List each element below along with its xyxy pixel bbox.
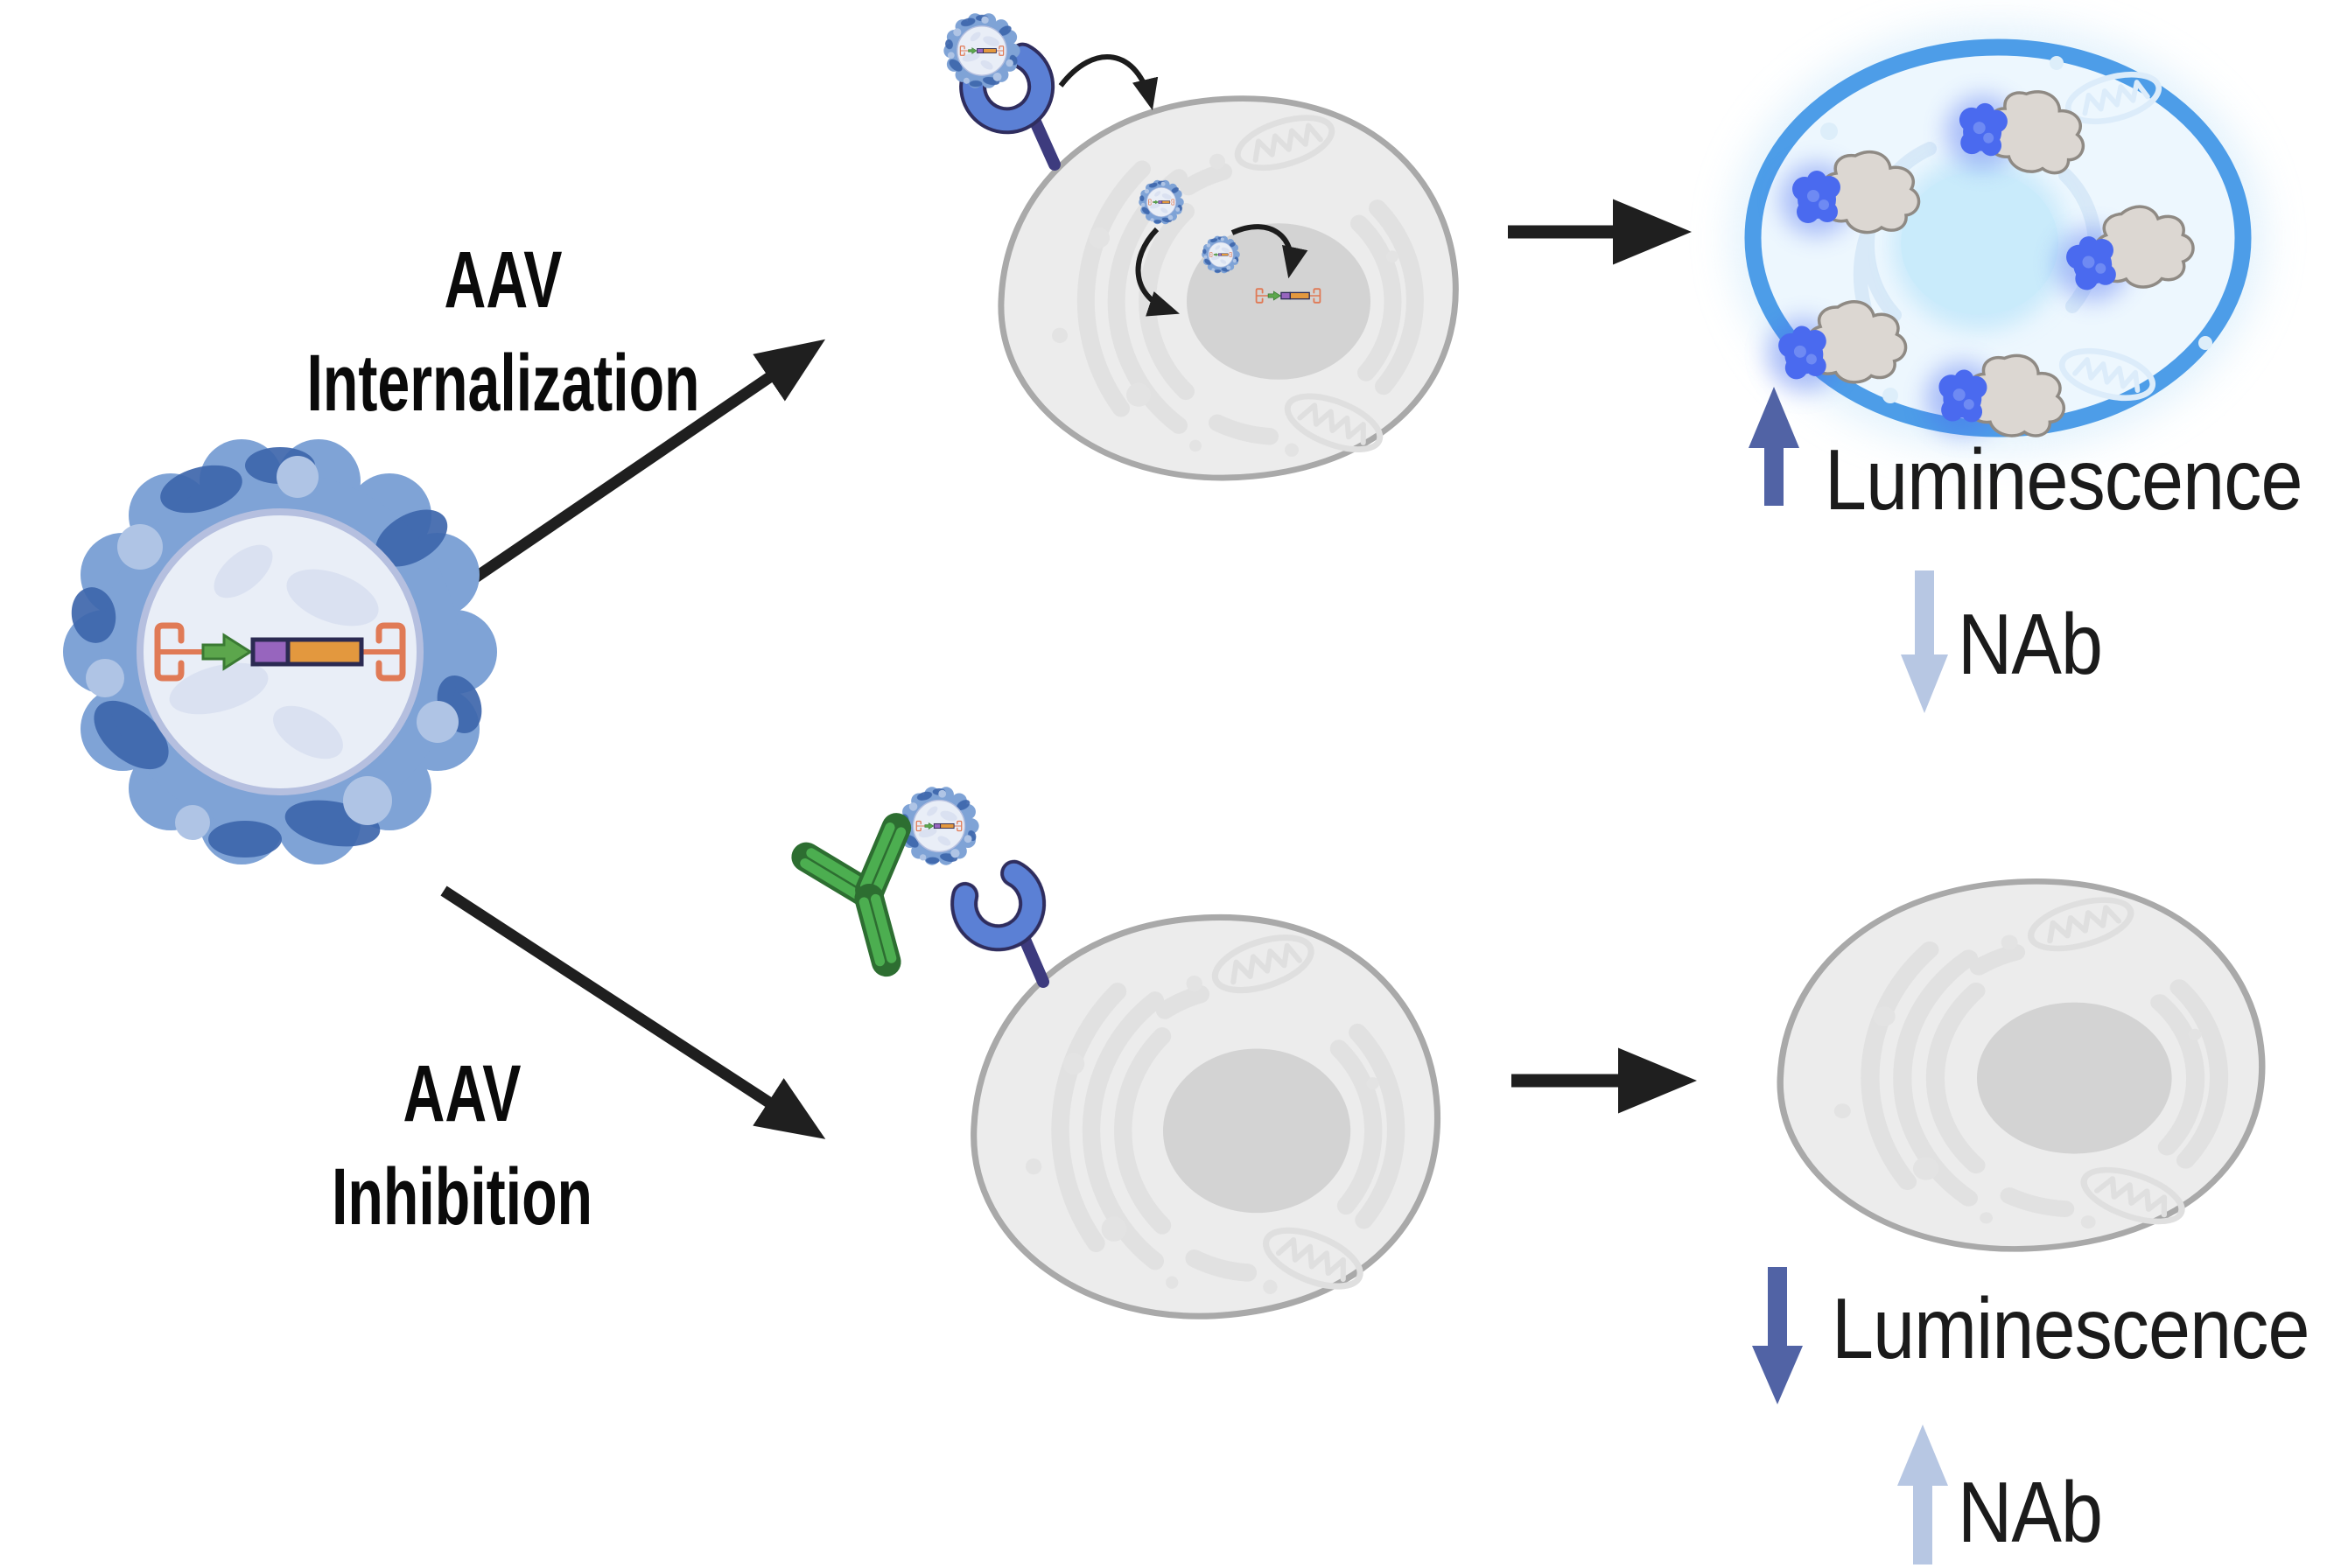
- blocked-aav-icon: [899, 787, 978, 864]
- trafficking-arrow-to-nucleus: [1135, 227, 1180, 317]
- quiet-cell-icon: [1780, 881, 2262, 1249]
- luminescence-up-arrow-icon: [1749, 387, 1799, 506]
- luminescent-cell-icon: [1731, 24, 2265, 452]
- trafficking-arrow-entry: [1058, 54, 1159, 111]
- luminescence-down-arrow-icon: [1752, 1267, 1803, 1404]
- inhibition-arrow: [440, 886, 826, 1139]
- receptor-icon: [965, 49, 1055, 171]
- aav-vector-icon: [63, 439, 497, 864]
- receptor-icon: [957, 866, 1045, 988]
- aav-bound-receptor-icon: [943, 13, 1020, 88]
- nab-up-arrow-icon: [1897, 1424, 1948, 1564]
- host-cell-top-icon: [943, 13, 1455, 478]
- nab-down-arrow-icon: [1901, 570, 1948, 713]
- trafficking-arrow-uncoating: [1230, 224, 1308, 279]
- host-cell-bottom-icon: [957, 866, 1437, 1316]
- internalization-arrow: [441, 339, 826, 604]
